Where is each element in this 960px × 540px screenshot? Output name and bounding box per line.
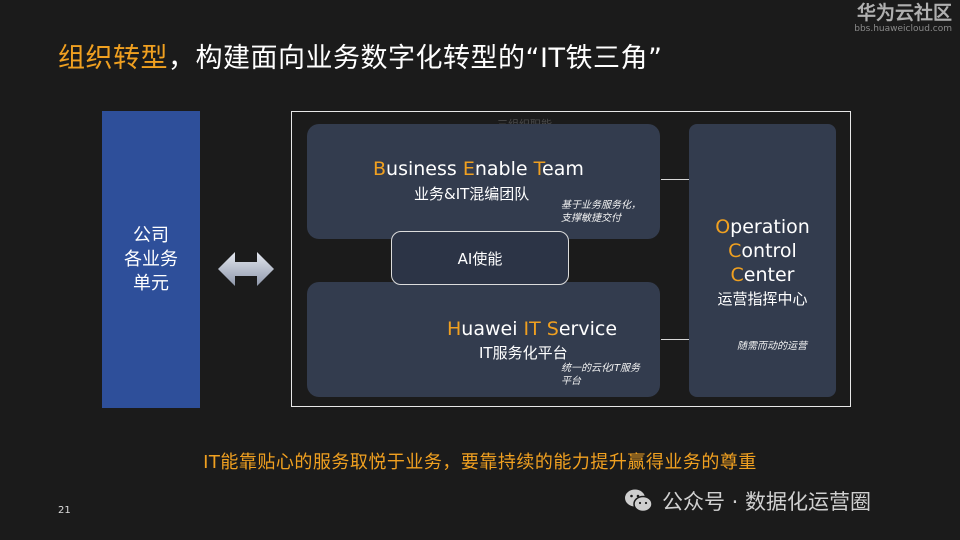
his-subtitle: IT服务化平台 (479, 344, 568, 362)
bet-title: Business Enable Team (373, 158, 584, 180)
business-units-line: 各业务 (124, 248, 178, 270)
wechat-watermark: 公众号 · 数据化运营圈 (624, 486, 871, 516)
operation-control-center-panel (689, 124, 836, 397)
bottom-tagline: IT能靠贴心的服务取悦于业务，要靠持续的能力提升赢得业务的尊重 (203, 452, 757, 473)
watermark-url: bbs.huaweicloud.com (854, 24, 952, 34)
wechat-text: 公众号 · 数据化运营圈 (662, 490, 872, 514)
double-arrow-icon (218, 252, 274, 286)
business-units-line: 单元 (133, 272, 169, 294)
business-units-line: 公司 (133, 224, 169, 246)
connector-line (661, 179, 692, 180)
occ-title: Operation Control Center (715, 216, 810, 286)
wechat-icon (625, 489, 653, 513)
his-note: 统一的云化IT服务 平台 (561, 363, 641, 387)
connector-line (661, 339, 692, 340)
watermark-huaweicloud: 华为云社区 bbs.huaweicloud.com (854, 2, 952, 34)
huawei-it-service-panel (307, 282, 660, 397)
title-highlight: 组织转型 (58, 43, 168, 74)
slide-title: 组织转型，构建面向业务数字化转型的“IT铁三角” (58, 36, 662, 75)
ai-enablement-box: AI使能 (391, 231, 569, 285)
title-rest: ，构建面向业务数字化转型的“IT铁三角” (168, 43, 663, 74)
his-title: Huawei IT Service (447, 318, 618, 340)
occ-subtitle: 运营指挥中心 (717, 290, 808, 308)
occ-note: 随需而动的运营 (737, 341, 807, 352)
bet-note: 基于业务服务化， 支撑敏捷交付 (561, 200, 641, 224)
business-units-box: 公司 各业务 单元 (102, 111, 200, 408)
bet-subtitle: 业务&IT混编团队 (414, 185, 530, 203)
ai-label: AI使能 (457, 249, 503, 268)
it-triangle-frame (291, 111, 851, 407)
watermark-name: 华为云社区 (856, 2, 952, 24)
page-number: 21 (58, 505, 71, 516)
business-enable-team-panel (307, 124, 660, 239)
